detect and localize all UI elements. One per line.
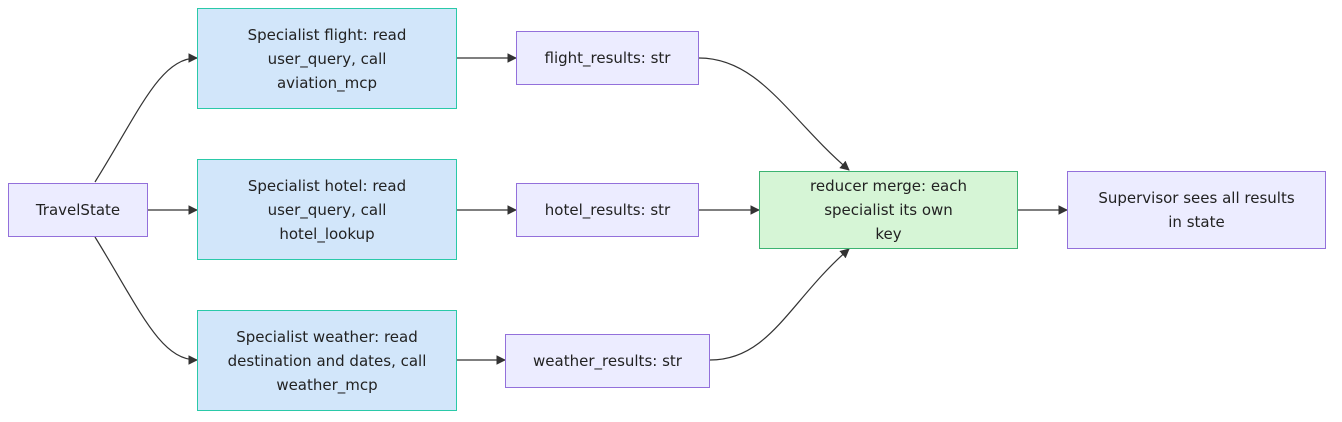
node-hotel-specialist-label: Specialist hotel: read user_query, call … xyxy=(247,176,407,243)
node-weather-results-label: weather_results: str xyxy=(533,352,682,370)
node-reducer-merge-label: reducer merge: each specialist its own k… xyxy=(810,177,967,243)
node-weather-specialist: Specialist weather: read destination and… xyxy=(197,310,457,411)
node-flight-specialist: Specialist flight: read user_query, call… xyxy=(197,8,457,109)
node-reducer-merge: reducer merge: each specialist its own k… xyxy=(759,171,1018,249)
node-weather-specialist-label: Specialist weather: read destination and… xyxy=(227,327,427,394)
node-flight-specialist-label: Specialist flight: read user_query, call… xyxy=(247,25,407,92)
node-hotel-results-label: hotel_results: str xyxy=(544,201,671,219)
node-weather-results: weather_results: str xyxy=(505,334,710,388)
node-travelstate-label: TravelState xyxy=(35,201,121,219)
node-supervisor: Supervisor sees all results in state xyxy=(1067,171,1326,249)
node-supervisor-label: Supervisor sees all results in state xyxy=(1098,189,1295,231)
node-hotel-results: hotel_results: str xyxy=(516,183,699,237)
edge-flight-results-to-reducer xyxy=(698,57,850,171)
edge-weather-results-to-reducer xyxy=(709,248,850,361)
edge-travelstate-to-flight-specialist xyxy=(94,53,198,183)
node-travelstate: TravelState xyxy=(8,183,148,237)
node-flight-results: flight_results: str xyxy=(516,31,699,85)
node-flight-results-label: flight_results: str xyxy=(544,49,671,67)
edge-travelstate-to-weather-specialist xyxy=(94,236,198,365)
node-hotel-specialist: Specialist hotel: read user_query, call … xyxy=(197,159,457,260)
